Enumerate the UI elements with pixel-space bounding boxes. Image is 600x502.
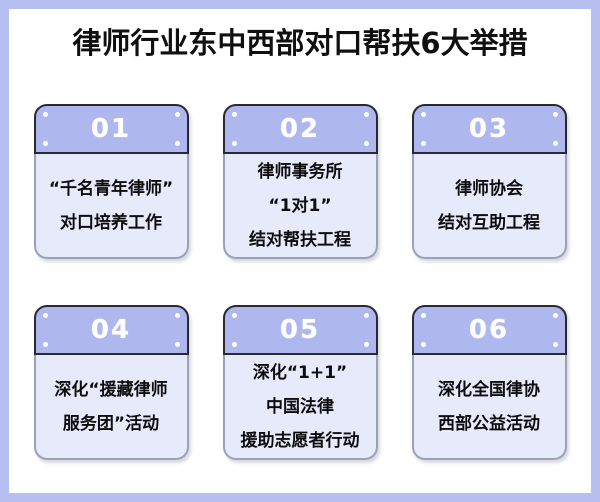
corner-dot-icon	[231, 112, 237, 117]
corner-dot-icon	[174, 342, 180, 347]
card-number: 02	[279, 114, 321, 144]
corner-dot-icon	[174, 141, 180, 146]
corner-dot-icon	[420, 313, 426, 318]
measure-card-01: 01 “千名青年律师” 对口培养工作	[33, 104, 189, 259]
measure-card-04: 04 深化“援藏律师 服务团”活动	[33, 305, 189, 460]
card-number: 01	[90, 114, 132, 144]
card-text-line: 深化“援藏律师	[54, 379, 168, 400]
corner-dot-icon	[42, 342, 48, 347]
card-body: “千名青年律师” 对口培养工作	[33, 154, 189, 259]
measure-card-06: 06 深化全国律协 西部公益活动	[411, 305, 567, 460]
card-header: 05	[222, 305, 378, 355]
card-text-line: 西部公益活动	[438, 413, 540, 434]
card-text-line: 对口培养工作	[60, 212, 162, 233]
corner-dot-icon	[552, 112, 558, 117]
corner-dot-icon	[552, 342, 558, 347]
corner-dot-icon	[42, 141, 48, 146]
card-text-line: 深化“1+1”	[252, 362, 348, 383]
card-number: 04	[90, 315, 132, 345]
corner-dot-icon	[231, 141, 237, 146]
card-number: 03	[468, 114, 510, 144]
card-text-line: “1对1”	[268, 195, 332, 216]
corner-dot-icon	[363, 141, 369, 146]
corner-dot-icon	[42, 112, 48, 117]
measures-grid: 01 “千名青年律师” 对口培养工作 02 律师事务所 “1对1” 结对帮扶工程	[9, 104, 591, 460]
card-text-line: 服务团”活动	[62, 413, 160, 434]
card-header: 06	[411, 305, 567, 355]
corner-dot-icon	[231, 313, 237, 318]
card-header: 03	[411, 104, 567, 154]
card-text-line: 深化全国律协	[438, 379, 540, 400]
measure-card-03: 03 律师协会 结对互助工程	[411, 104, 567, 259]
measure-card-02: 02 律师事务所 “1对1” 结对帮扶工程	[222, 104, 378, 259]
card-text-line: 中国法律	[266, 396, 334, 417]
corner-dot-icon	[174, 313, 180, 318]
card-body: 深化“1+1” 中国法律 援助志愿者行动	[222, 355, 378, 460]
card-body: 律师协会 结对互助工程	[411, 154, 567, 259]
card-number: 06	[468, 315, 510, 345]
corner-dot-icon	[174, 112, 180, 117]
card-text-line: 结对帮扶工程	[249, 229, 351, 250]
corner-dot-icon	[231, 342, 237, 347]
card-text-line: 律师协会	[455, 178, 523, 199]
page-title: 律师行业东中西部对口帮扶6大举措	[72, 26, 528, 60]
card-header: 01	[33, 104, 189, 154]
card-header: 02	[222, 104, 378, 154]
corner-dot-icon	[420, 141, 426, 146]
card-body: 律师事务所 “1对1” 结对帮扶工程	[222, 154, 378, 259]
corner-dot-icon	[420, 112, 426, 117]
card-header: 04	[33, 305, 189, 355]
card-body: 深化“援藏律师 服务团”活动	[33, 355, 189, 460]
card-text-line: 结对互助工程	[438, 212, 540, 233]
corner-dot-icon	[552, 313, 558, 318]
card-text-line: “千名青年律师”	[48, 178, 174, 199]
corner-dot-icon	[552, 141, 558, 146]
corner-dot-icon	[420, 342, 426, 347]
corner-dot-icon	[363, 112, 369, 117]
card-text-line: 援助志愿者行动	[240, 430, 360, 451]
measure-card-05: 05 深化“1+1” 中国法律 援助志愿者行动	[222, 305, 378, 460]
corner-dot-icon	[363, 342, 369, 347]
card-text-line: 律师事务所	[257, 161, 343, 182]
corner-dot-icon	[42, 313, 48, 318]
corner-dot-icon	[363, 313, 369, 318]
card-number: 05	[279, 315, 321, 345]
card-body: 深化全国律协 西部公益活动	[411, 355, 567, 460]
